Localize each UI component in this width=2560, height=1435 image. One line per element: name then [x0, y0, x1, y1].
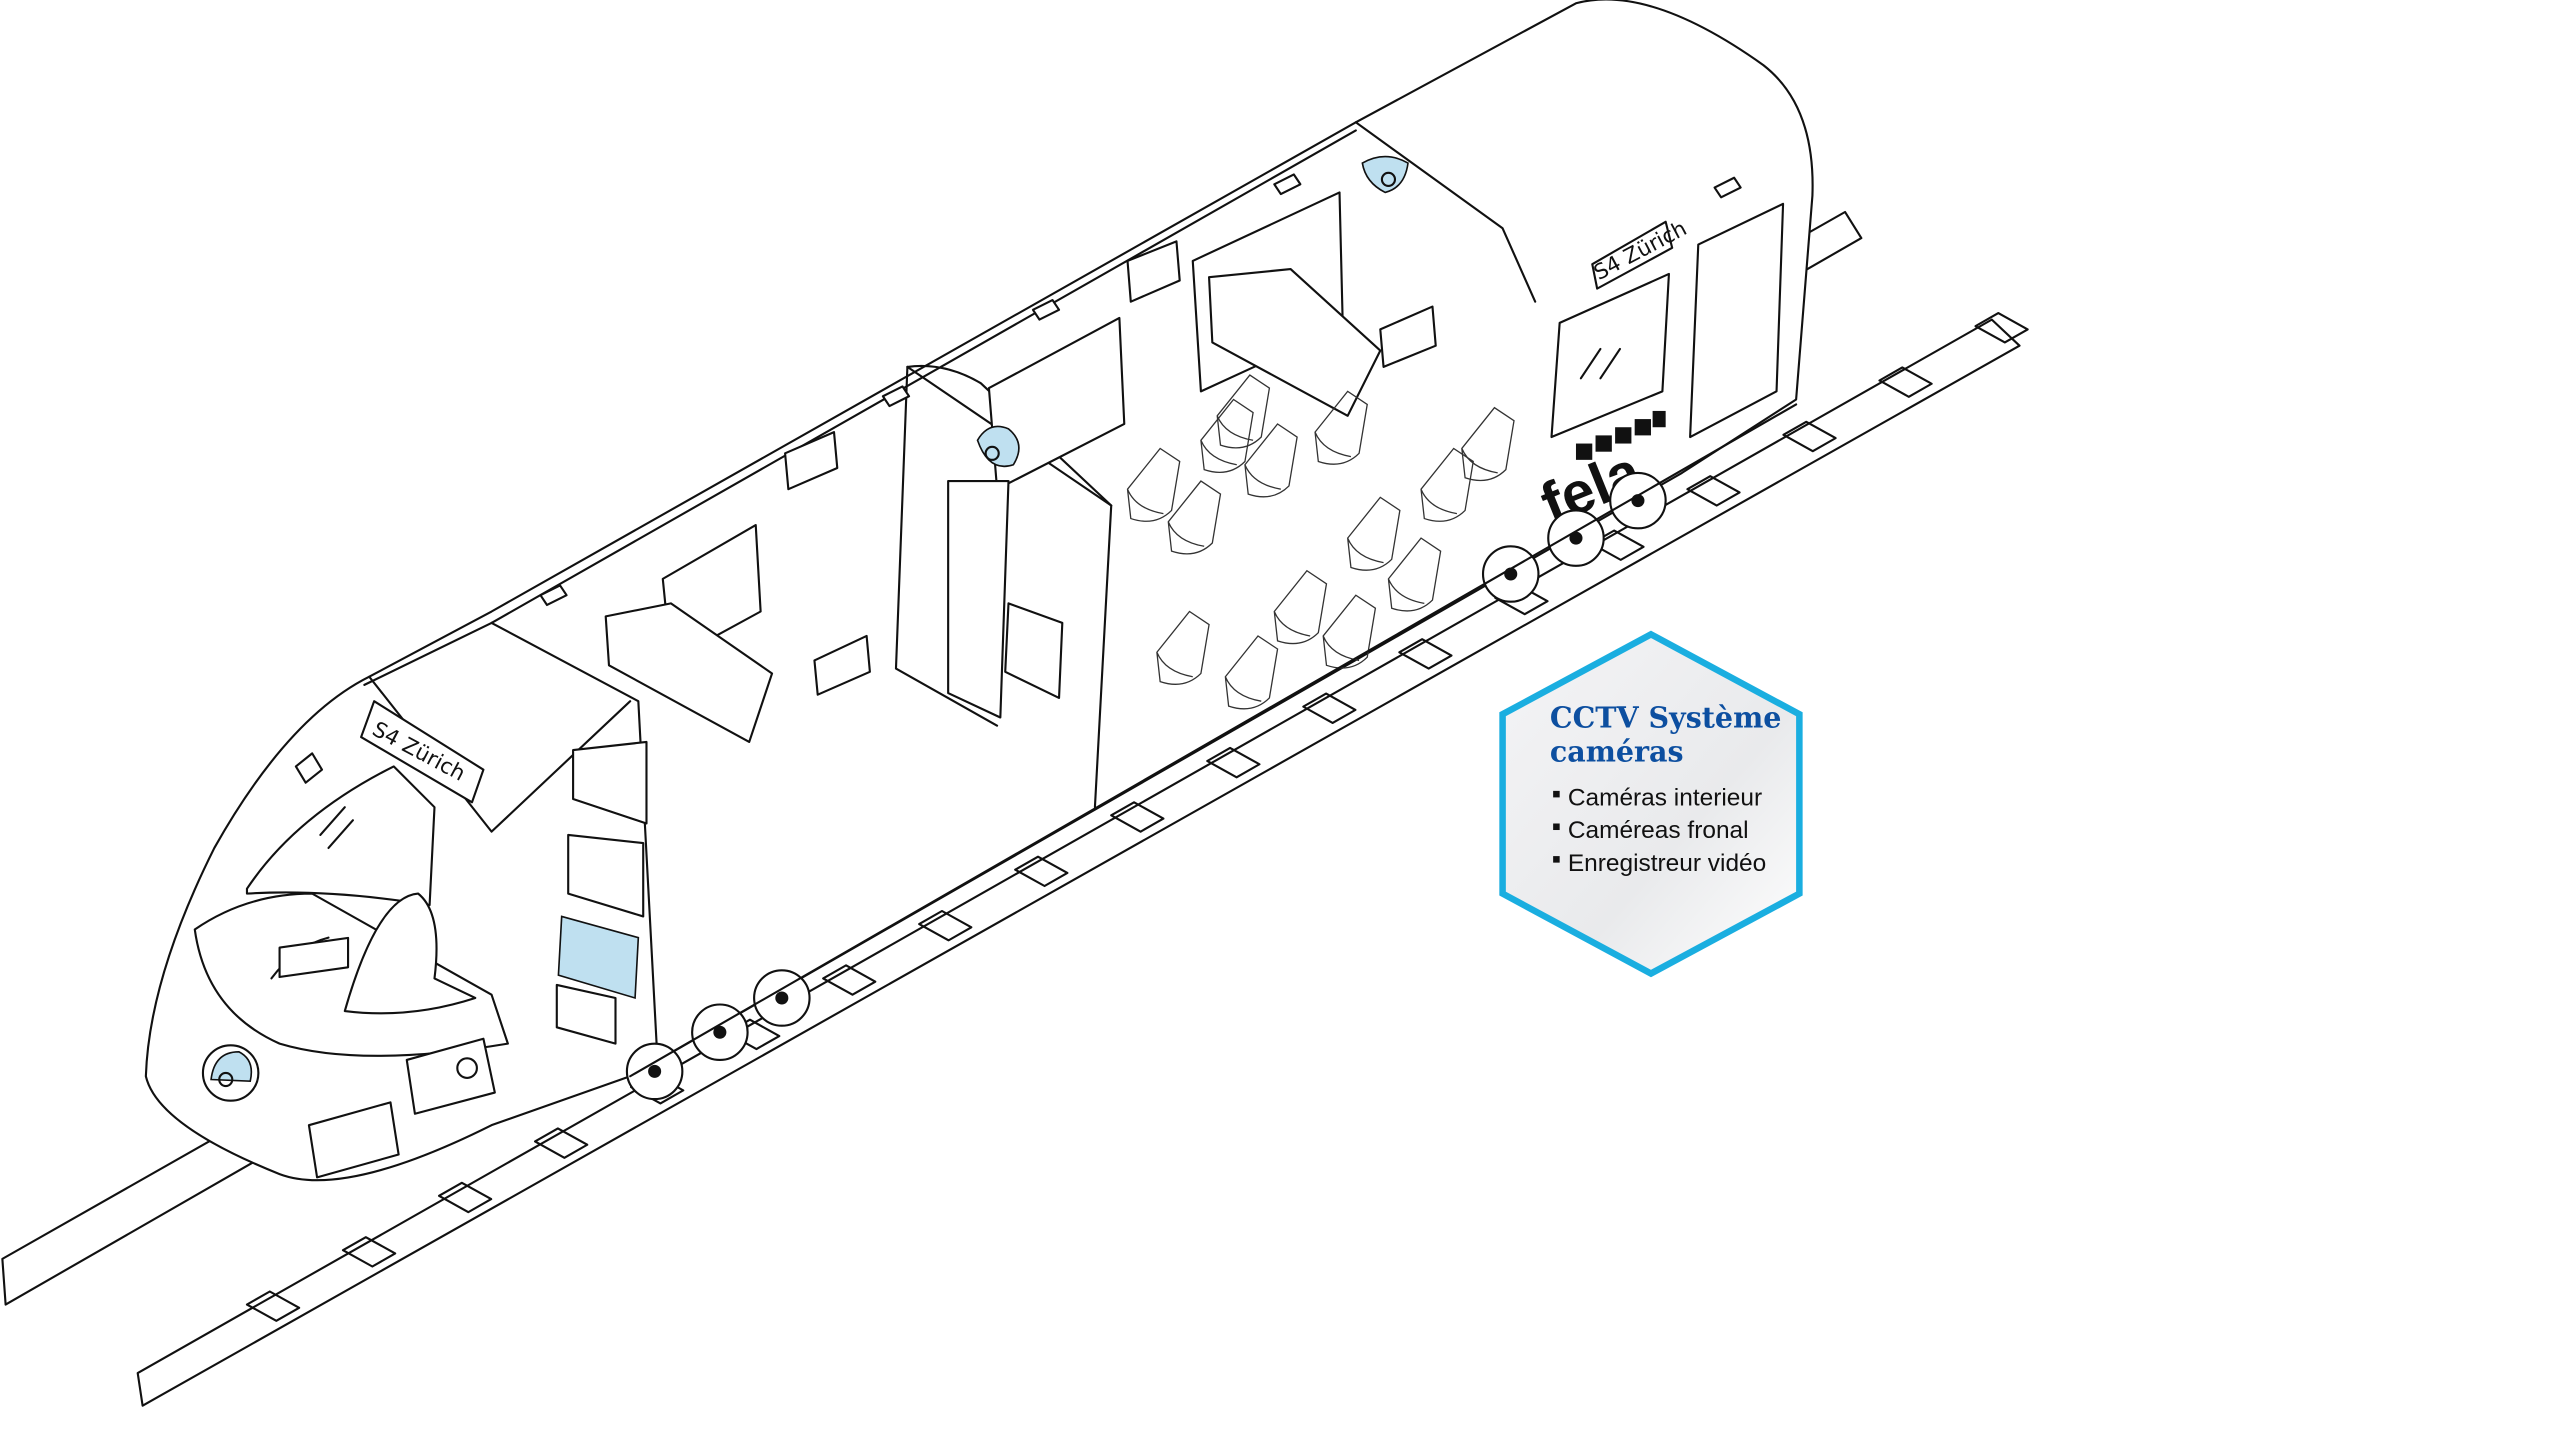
logo-square [1595, 435, 1612, 452]
sleepers [245, 312, 2029, 1322]
bullet-icon [1553, 856, 1560, 863]
cctv-info-box: CCTV Système caméras Caméras interieur C… [1499, 630, 1803, 978]
info-item: Caméras interieur [1568, 785, 1762, 812]
intercom-panel [405, 1037, 496, 1115]
cab-console [193, 892, 509, 1057]
overhead-display [1208, 268, 1382, 417]
body-edge [1354, 121, 1537, 303]
rear-sign-board [1591, 220, 1674, 290]
seat [1224, 635, 1279, 710]
logo-square [1634, 419, 1651, 436]
windscreen-glare [319, 806, 355, 850]
wheel-hub [1569, 531, 1583, 545]
phone-icon [456, 1057, 478, 1079]
sleeper [1206, 746, 1261, 779]
sleeper [822, 964, 877, 996]
sleeper [245, 1290, 301, 1322]
seat [1200, 398, 1254, 473]
speaker-icon [1713, 176, 1742, 199]
seat [1387, 537, 1442, 612]
front-camera-lens [218, 1071, 234, 1088]
wheels [625, 471, 1667, 1101]
sleeper [1398, 638, 1453, 670]
overhead-display [604, 602, 774, 744]
partition-wall [894, 365, 999, 727]
equipment-box [555, 983, 617, 1045]
control-panel [307, 1101, 400, 1179]
sleeper [341, 1236, 397, 1268]
dome-camera-icon [976, 425, 1020, 468]
bullet-icon [1553, 790, 1560, 798]
sleeper [1590, 529, 1645, 561]
seat [1273, 569, 1328, 645]
intercom-panel [784, 431, 839, 491]
info-title-line1: CCTV Système [1550, 700, 1782, 734]
seat [1346, 496, 1401, 571]
route-display [1004, 602, 1064, 699]
underframe-line [629, 403, 1798, 1078]
camera-lens [984, 445, 1000, 461]
seat [1126, 447, 1181, 522]
intercom-panel [813, 634, 871, 696]
speaker-icon [1031, 298, 1061, 321]
interior-door [947, 479, 1010, 719]
info-item: Enregistreur vidéo [1568, 850, 1766, 877]
train: S4 Zürich S4 Zürich [144, 0, 1814, 1182]
sleeper [1014, 855, 1069, 888]
wheel-hub [713, 1025, 727, 1039]
speaker-icon [881, 385, 911, 408]
logo-square [1615, 427, 1632, 444]
info-list: Caméras interieur Caméreas fronal Enregi… [1553, 785, 1766, 877]
front-sign-board [360, 700, 485, 804]
info-item: Caméreas fronal [1568, 817, 1749, 844]
speakers [294, 173, 1742, 784]
equipment-box [572, 740, 648, 825]
bullet-icon [1553, 823, 1560, 831]
windscreen [245, 765, 436, 907]
speaker-icon [539, 584, 568, 607]
logo-square [1652, 410, 1666, 428]
wheel-hub [775, 991, 789, 1005]
driver-seat [343, 892, 477, 1015]
cab-display [278, 936, 350, 979]
seat [1216, 374, 1271, 449]
rail-right [136, 318, 2021, 1407]
seat [1167, 480, 1222, 555]
sleeper [1878, 366, 1933, 398]
seat [1314, 390, 1368, 465]
seat [1461, 406, 1515, 482]
partition-wall [906, 364, 1113, 507]
sleeper [1974, 312, 2029, 344]
interior-cameras [976, 155, 1409, 468]
sleeper [918, 909, 973, 942]
rear-window-glare [1579, 347, 1622, 380]
wheel-hub [648, 1064, 662, 1078]
logo-square [1575, 443, 1593, 460]
intercom-panel [1379, 305, 1437, 368]
sleeper [437, 1181, 493, 1214]
sleeper [1686, 475, 1741, 507]
sleeper [533, 1127, 589, 1159]
equipment-box [567, 833, 645, 918]
seat [1244, 423, 1298, 498]
sleeper [1782, 420, 1837, 453]
sleeper [1110, 801, 1165, 833]
speaker-icon [294, 752, 324, 784]
hexagon-frame [1499, 630, 1803, 978]
rear-door [1689, 202, 1785, 439]
passenger-seats [1126, 374, 1515, 710]
sleeper [1302, 692, 1357, 724]
seat [1156, 610, 1210, 685]
info-title-line2: caméras [1550, 735, 1684, 769]
rear-window [1550, 272, 1670, 439]
seat [1420, 447, 1474, 522]
speaker-icon [1273, 173, 1302, 196]
camera-lens [1380, 171, 1397, 187]
video-recorder-box [557, 915, 640, 1000]
cab-wall [490, 621, 659, 1070]
intercom-panel [1126, 240, 1181, 303]
